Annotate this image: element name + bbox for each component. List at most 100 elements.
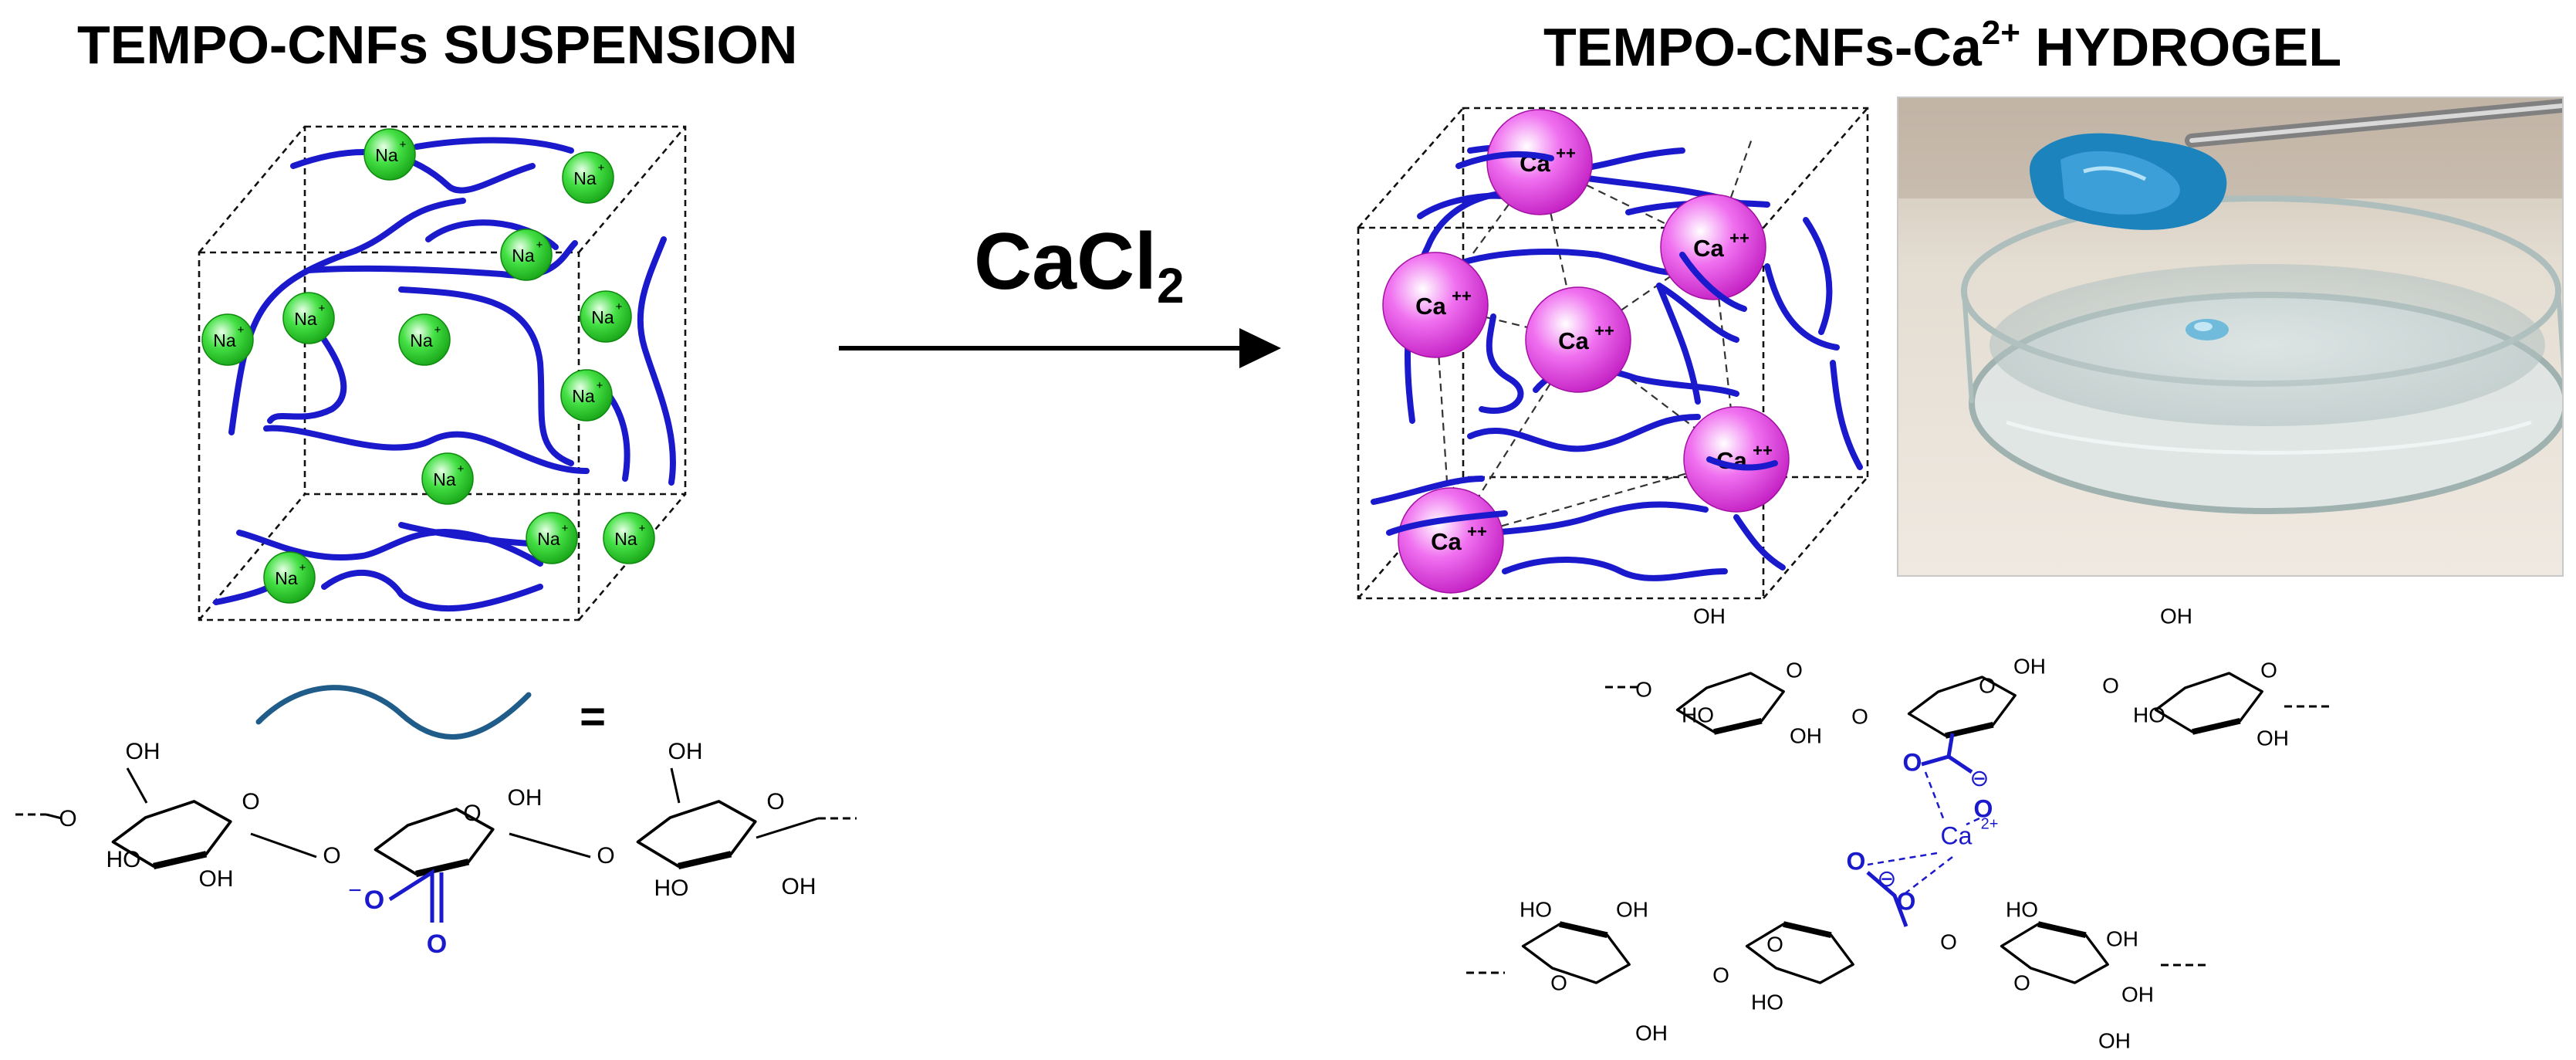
hydrogel-fiber [1706,456,1778,471]
sodium-charge: + [400,138,407,151]
sodium-sphere [500,229,553,281]
chem-label: HO [654,875,689,901]
chem-label: OH [1693,604,1726,628]
sodium-ion: Na+ [580,290,632,343]
chem-label: OH [1616,897,1648,921]
sodium-sphere [201,313,254,366]
sodium-ion: Na+ [263,551,316,604]
reagent-formula: CaCl [974,217,1157,306]
chem-label: O [1635,677,1652,701]
sodium-ion: Na+ [201,313,254,366]
chem-label: O [1974,794,1993,822]
glucose-ring [1745,921,1854,984]
chem-label: HO [1682,703,1714,726]
hydrogel-title-charge: 2+ [1981,14,2020,52]
sodium-label: Na [537,529,560,549]
coordination-bond [1867,852,1938,866]
sodium-sphere [398,313,451,366]
chem-label: O [2013,970,2030,994]
calcium-charge: ++ [1729,229,1749,248]
chem-label: O [427,930,447,959]
glucose-ring [636,800,757,870]
chem-label: HO [106,847,141,872]
calcium-sphere [1683,406,1790,513]
calcium-label: Ca [1693,235,1724,262]
sodium-label: Na [512,246,535,266]
reagent-subscript: 2 [1156,258,1185,313]
ring-wedge [1713,718,1763,735]
ring-bonds [1745,923,1854,984]
chem-label: HO [1751,990,1783,1014]
ring-wedge [2192,718,2241,735]
sodium-label: Na [410,330,433,351]
equals-sign: = [580,692,606,742]
carboxylate-bonds [388,869,434,923]
chem-label: O [1847,847,1866,875]
sodium-ion: Na+ [562,151,614,204]
calcium-ion: Ca++ [1382,252,1489,358]
sodium-ion: Na+ [560,369,613,422]
calcium-charge: ++ [1452,286,1472,306]
hydrogel-title-tail: HYDROGEL [2020,17,2342,77]
sodium-label: Na [614,529,637,549]
glucose-ring [1907,676,2017,739]
chem-label: O [463,801,481,826]
chem-label: O [597,843,614,869]
chem-label: OH [782,874,816,899]
sodium-charge: + [598,161,605,174]
sodium-sphere [526,512,578,564]
bridge-calcium: Ca [1941,821,1973,849]
chem-label: OH [2106,926,2138,950]
ring-wedge [1559,921,1608,938]
calcium-ion: Ca++ [1683,406,1790,513]
sodium-ion: Na+ [421,452,474,505]
calcium-label: Ca [1431,528,1462,555]
calcium-sphere [1660,194,1766,300]
sodium-ion: Na+ [282,292,335,344]
hydrogel-fiber [1455,151,1554,169]
hydrogel-fibers-front [1386,151,1778,536]
chem-label: OH [2257,726,2289,750]
chain-bond [46,813,63,820]
sodium-label: Na [572,386,595,406]
calcium-sphere [1382,252,1489,358]
chem-label: O [2260,658,2277,682]
carboxylate-bonds [1947,754,1973,774]
ring-wedge [415,858,470,878]
chem-label: OH [2160,604,2192,628]
sodium-sphere [560,369,613,422]
reaction-arrow [839,328,1281,368]
calcium-ion: Ca++ [1486,109,1593,215]
chem-label: OH [2121,982,2154,1006]
sodium-charge: + [639,522,646,535]
calcium-charge: ++ [1556,144,1576,163]
chem-label: O [1940,930,1957,953]
hydrogel-title-main: TEMPO-CNFs-Ca [1543,17,1982,77]
hydrogel-title: TEMPO-CNFs-Ca2+ HYDROGEL [1543,14,2341,78]
chem-label: OH [1790,723,1822,747]
chem-label: OH [2013,654,2046,678]
chem-label: O [323,843,340,869]
glucose-ring [1675,672,1785,735]
ring-wedge [678,851,732,870]
ring-wedge [1783,921,1832,938]
fiber-legend-wave [255,685,532,740]
calcium-label: Ca [1558,327,1589,354]
sodium-label: Na [433,469,456,489]
chem-label: OH [668,739,703,764]
glucose-ring [2154,672,2263,735]
chem-label: O [1712,963,1729,987]
sodium-ion: Na+ [363,128,416,181]
chem-label: O [1766,932,1783,956]
chem-label: O [766,789,784,814]
sodium-sphere [562,151,614,204]
sodium-ion: Na+ [500,229,553,281]
chem-label: HO [2133,703,2165,726]
ring-bonds [1521,923,1631,984]
chem-label: OH [126,739,161,764]
ring-bonds [636,800,757,868]
sodium-charge: + [536,239,543,252]
